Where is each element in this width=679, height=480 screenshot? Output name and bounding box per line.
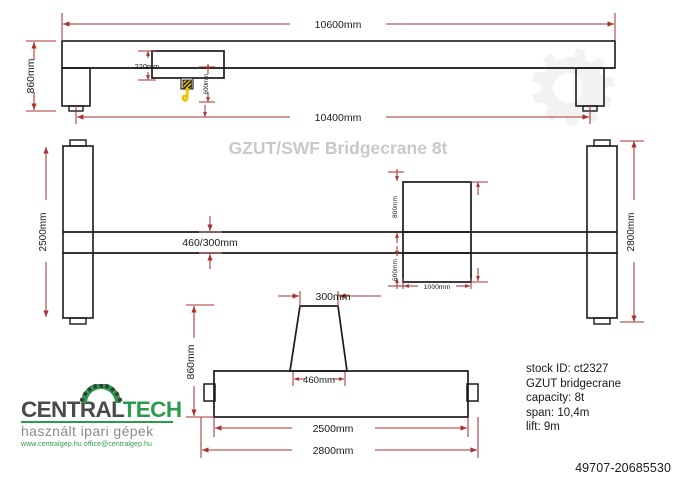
dim-label-end-wheelbase: 2500mm: [313, 423, 354, 435]
logo-underline: [21, 421, 173, 423]
top-view-dimension-labels: 10600mm 10400mm 860mm 220mm 600mm: [25, 19, 362, 124]
middle-view-dimensions: [43, 140, 644, 323]
logo-word-central: CENTRAL: [21, 397, 123, 422]
reference-code: 49707-20685530: [575, 461, 671, 475]
top-view-dimensions: [26, 13, 616, 124]
plan-left-drive-block: [69, 139, 87, 147]
dim-label-hook-drop: 600mm: [203, 74, 210, 95]
gear-arc-icon: [79, 384, 123, 403]
gear-watermark-icon: [531, 47, 615, 126]
spec-span: span: 10,4m: [526, 406, 590, 419]
spec-lift: lift: 9m: [526, 421, 560, 434]
dim-label-end-girder-width: 460mm: [303, 375, 335, 386]
dim-label-top-height: 860mm: [25, 58, 37, 93]
middle-view-dimension-labels: 2500mm 2800mm 460/300mm 800mm 600mm 1000…: [38, 196, 637, 291]
bottom-view-end-carriage: [203, 305, 479, 418]
bottom-view-dimension-labels: 300mm 860mm 460mm 2500mm 2800mm: [185, 291, 354, 457]
dim-label-end-height: 860mm: [185, 344, 197, 379]
bottom-view-dimensions: [186, 291, 479, 458]
hook-assembly: [181, 79, 192, 102]
dim-label-mid-right-height: 2800mm: [626, 213, 637, 252]
right-wheel-stub: [466, 383, 479, 402]
hook-hatched-block: [182, 79, 192, 90]
end-carriage-beam: [213, 370, 469, 418]
spec-model: GZUT bridgecrane: [526, 377, 622, 390]
specification-block: stock ID: ct2327 GZUT bridgecrane capaci…: [526, 362, 621, 435]
centraltech-logo[interactable]: CENTRALTECH használt ipari gépek www.cen…: [21, 384, 182, 448]
dim-label-hoist-upper: 800mm: [392, 196, 399, 218]
spec-capacity: capacity: 8t: [526, 392, 585, 405]
spec-stock-id: stock ID: ct2327: [526, 363, 609, 375]
plan-right-drive-block: [593, 139, 611, 147]
dim-label-end-overall: 2800mm: [313, 445, 354, 457]
logo-wordmark: CENTRALTECH: [21, 397, 182, 422]
left-end-carriage: [61, 67, 91, 107]
plan-right-drive-block-2: [593, 317, 611, 325]
logo-word-tech: TECH: [122, 397, 182, 422]
dim-label-top-wheel: 10400mm: [315, 112, 362, 124]
dim-label-girder-depth: 460/300mm: [182, 237, 238, 249]
dim-label-end-top-width: 300mm: [315, 291, 350, 303]
dim-label-trolley-clearance: 220mm: [135, 62, 160, 71]
dim-label-hoist-width: 1000mm: [424, 284, 451, 291]
logo-contact-urls: www.centralgep.hu office@centralgep.hu: [21, 441, 153, 448]
dim-label-hoist-lower: 600mm: [392, 259, 399, 281]
plan-left-drive-block-2: [69, 317, 87, 325]
left-wheel-stub: [203, 383, 216, 402]
trolley-hoist-box: [151, 50, 225, 79]
hook-shank: [185, 88, 190, 91]
crane-hook-icon: [181, 87, 189, 102]
logo-tagline: használt ipari gépek: [21, 423, 154, 439]
drawing-title: GZUT/SWF Bridgecrane 8t: [229, 138, 448, 158]
girder-cross-section-trapezoid: [289, 305, 348, 372]
dim-label-mid-left-height: 2500mm: [38, 213, 49, 252]
middle-view-plan: [62, 139, 618, 325]
dim-label-top-overall: 10600mm: [315, 19, 362, 31]
